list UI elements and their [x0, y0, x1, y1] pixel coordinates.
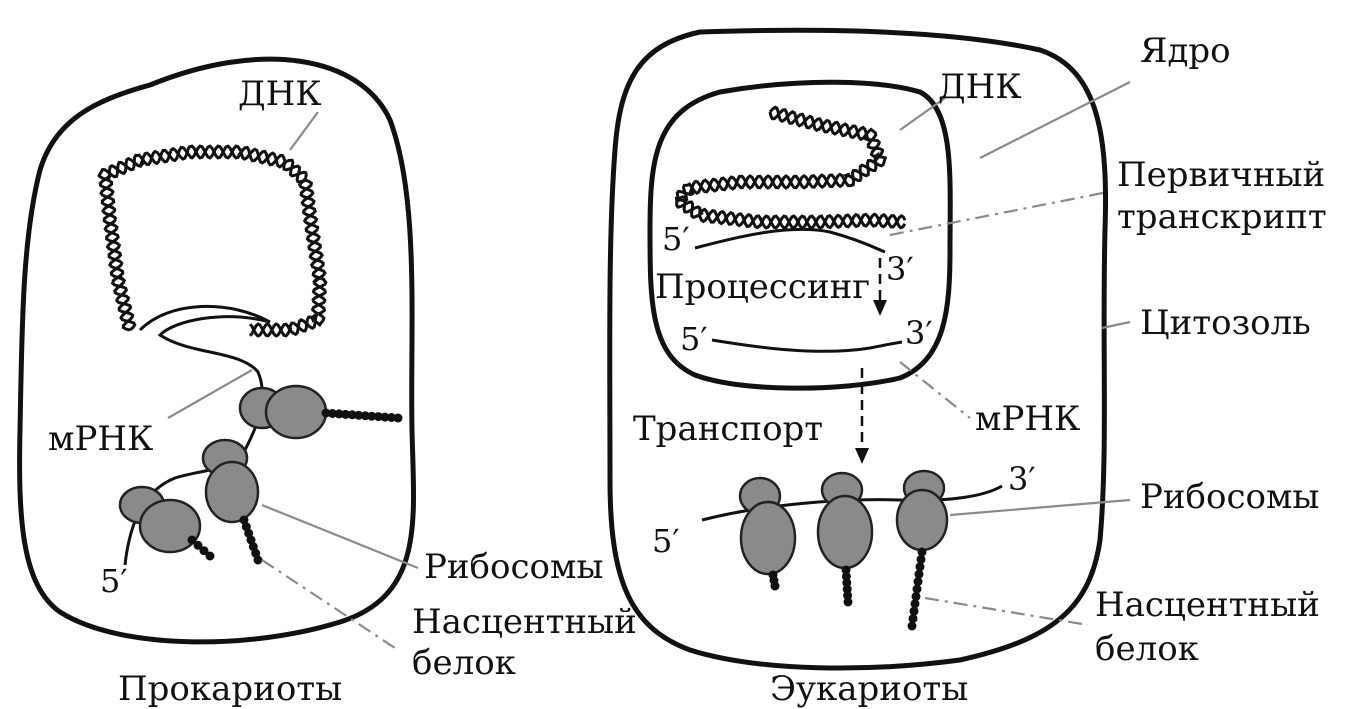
processing-arrowhead — [873, 300, 887, 316]
eukaryote-ribosome-3 — [897, 471, 947, 550]
transport-arrowhead — [855, 448, 869, 464]
eukaryote-dna-strand-a — [677, 110, 906, 228]
eukaryote-five-prime-bottom: 5′ — [652, 522, 680, 560]
eukaryote-protein-label-line1: Насцентный — [1095, 585, 1320, 625]
eukaryote-nascent-protein-2-bead — [844, 598, 853, 607]
eukaryote-five-prime-top: 5′ — [662, 220, 690, 258]
prokaryote-caption: Прокариоты — [118, 669, 342, 709]
eukaryote-ribosome-2 — [818, 473, 872, 568]
eukaryote-dna-label: ДНК — [938, 67, 1022, 107]
eukaryote-cell: Ядро ДНК Первичный транскрипт 5′ 3′ Проц… — [610, 30, 1327, 709]
processing-label: Процессинг — [655, 267, 870, 307]
eukaryote-processed-mrna — [712, 340, 902, 351]
eukaryote-three-prime-mid: 3′ — [905, 314, 933, 352]
eukaryote-nascent-protein-1-bead — [771, 582, 780, 591]
eukaryote-dna-strand-b — [677, 107, 905, 228]
eukaryote-protein-label-line2: белок — [1095, 629, 1199, 669]
eukaryote-primary-transcript — [695, 229, 885, 252]
eukaryote-three-prime-bottom: 3′ — [1008, 460, 1036, 498]
eukaryote-dna — [677, 107, 906, 228]
primary-transcript-label-line2: транскрипт — [1117, 197, 1327, 237]
transport-label: Транспорт — [633, 409, 823, 449]
prokaryote-nascent-protein-1-bead — [394, 414, 403, 423]
prokaryote-nascent-protein-1 — [322, 409, 403, 423]
prokaryote-ribosome-3 — [120, 487, 200, 552]
eukaryote-nascent-protein-2 — [842, 566, 853, 607]
eukaryote-nascent-protein-3-bead — [908, 622, 917, 631]
prokaryote-nascent-protein-2-bead — [254, 556, 263, 565]
eukaryote-five-prime-mid: 5′ — [680, 320, 708, 358]
prokaryote-dna-label: ДНК — [238, 74, 322, 114]
nucleus-label: Ядро — [1140, 31, 1231, 71]
eukaryote-protein-leader — [925, 598, 1088, 625]
eukaryote-mrna-leader — [900, 362, 970, 418]
prokaryote-cell: ДНК мРНК 5′ Рибосомы Насцентный белок Пр… — [20, 59, 637, 709]
eukaryote-caption: Эукариоты — [770, 669, 968, 709]
prokaryote-nascent-protein-2 — [240, 516, 263, 565]
prokaryote-nascent-protein-3 — [188, 536, 215, 561]
cytosol-label: Цитозоль — [1140, 303, 1311, 343]
eukaryote-mrna-label: мРНК — [975, 399, 1080, 439]
eukaryote-ribosome-1 — [740, 478, 795, 574]
prokaryote-mrna-label: мРНК — [48, 419, 153, 459]
prokaryote-five-prime-label: 5′ — [100, 562, 128, 600]
primary-transcript-leader — [890, 192, 1108, 235]
prokaryote-protein-label-line1: Насцентный — [412, 602, 637, 642]
eukaryote-three-prime-top: 3′ — [886, 250, 914, 288]
eukaryote-ribosomes-label: Рибосомы — [1140, 477, 1320, 517]
prokaryote-nascent-protein-3-bead — [206, 552, 215, 561]
prokaryote-protein-label-line2: белок — [412, 643, 516, 683]
eukaryote-nascent-protein-1 — [769, 571, 780, 591]
prokaryote-ribosomes-label: Рибосомы — [424, 547, 604, 587]
prokaryote-ribosome-2 — [203, 440, 258, 522]
primary-transcript-label-line1: Первичный — [1117, 155, 1325, 195]
eukaryote-nascent-protein-3 — [908, 548, 927, 631]
prokaryote-dna-leader — [290, 112, 318, 150]
prokaryote-ribosomes-leader — [262, 505, 418, 568]
